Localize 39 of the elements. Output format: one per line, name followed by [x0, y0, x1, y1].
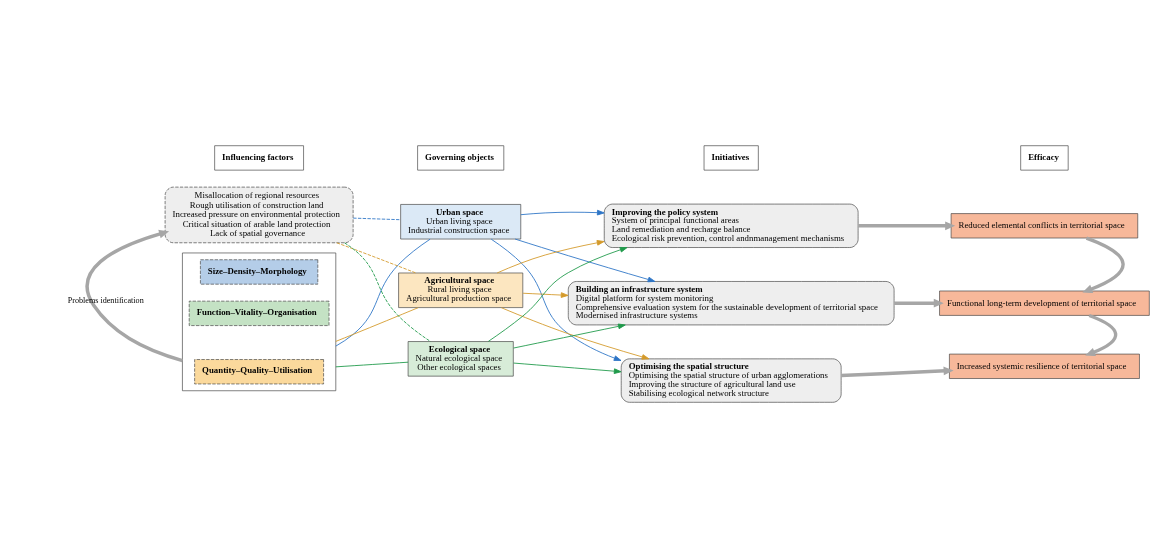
arrow [520, 209, 605, 215]
cluster [182, 252, 337, 391]
arrow [858, 220, 956, 230]
node-box: Agricultural space Rural living space Agricultural production space [398, 272, 524, 308]
connector [335, 306, 419, 342]
node-box: Misallocation of regional resources Rough utilisation of construction land Increased pressure on environmental protection Critical situation of arable land protection Lack of spatial governance [164, 186, 354, 243]
node-box: Quantity–Quality–Utilisation [194, 358, 324, 384]
arrow [513, 362, 622, 374]
arrow [894, 298, 944, 308]
node-box: Functional long-term development of territorial space [939, 290, 1150, 316]
arrow [522, 291, 569, 298]
connector [335, 361, 409, 367]
node-box: Governing objects [417, 144, 505, 170]
arrow [496, 239, 605, 273]
arrow [513, 323, 626, 348]
node-box: Building an infrastructure system Digital platform for system monitoring Comprehensive evaluation system for the sustainable development of territorial space Modernised infrastructure systems [567, 280, 895, 325]
arrow [490, 238, 622, 361]
connector [335, 238, 431, 347]
node-box: Influencing factors [214, 144, 304, 170]
node-box: Improving the policy system System of principal functional areas Land remediation and recharge balance Ecological risk prevention, control andnmanagement mechanisms [603, 203, 859, 248]
arrow [1082, 236, 1125, 293]
connector [344, 241, 431, 342]
node-box: Urban space Urban living space Industrial construction space [400, 203, 522, 239]
node-box: Efficacy [1020, 144, 1069, 170]
node-box: Increased systemic resilience of territorial space [949, 353, 1140, 379]
node-box: Function–Vitality–Organisation [188, 300, 330, 326]
node-box: Initiatives [703, 144, 759, 170]
arrow [1085, 313, 1118, 356]
arrow [85, 229, 183, 362]
arrow [514, 238, 656, 282]
node-box: Optimising the spatial structure Optimising the spatial structure of urban agglomerations Improving the structure of agricultural land use Stabilising ecological network structure [620, 358, 842, 403]
arrow [487, 246, 628, 342]
arrow [841, 366, 954, 377]
node-box: Reduced elemental conflicts in territorial space [950, 212, 1139, 238]
arrow [500, 306, 650, 360]
node-box: Ecological space Natural ecological space Other ecological spaces [407, 340, 514, 376]
connector [336, 241, 417, 273]
node-box: Size–Density–Morphology [200, 258, 319, 284]
connector [352, 217, 401, 220]
